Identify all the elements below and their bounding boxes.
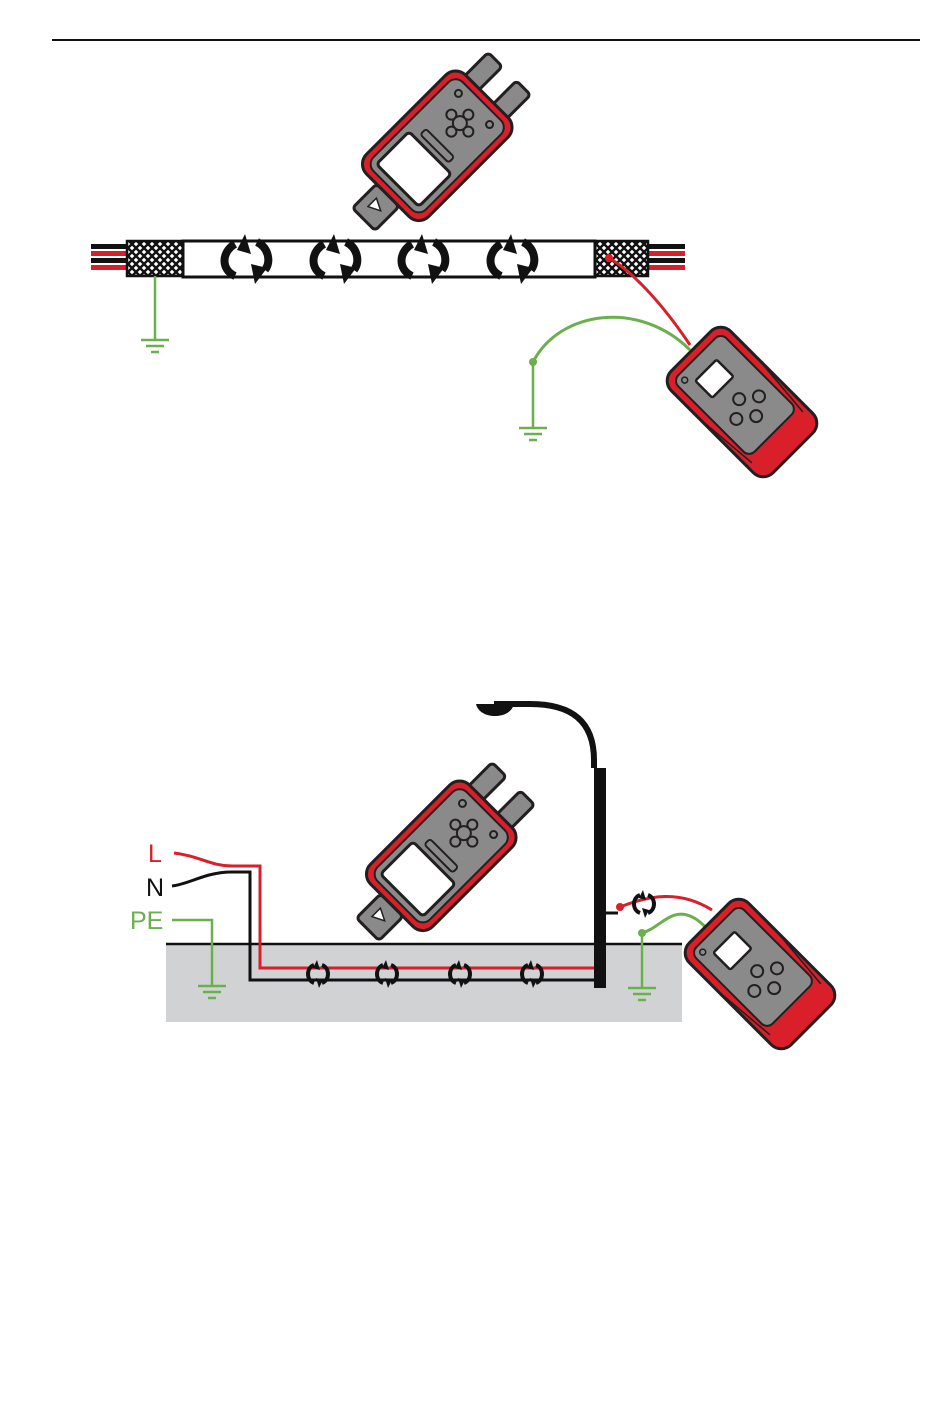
shielded-cable-figure: [91, 43, 823, 483]
cable-shield-right: [593, 241, 648, 276]
cable-locator-receiver-icon: [333, 43, 541, 251]
signal-arrow-icon: [634, 890, 654, 918]
street-lamp-figure: L N PE: [130, 704, 841, 1055]
red-lead-clip: [605, 254, 613, 262]
cable-locator-receiver-icon: [337, 753, 545, 961]
earth-ground-icon: [519, 428, 547, 440]
neutral-label: N: [146, 874, 164, 902]
cable-conductors-left: [91, 244, 131, 270]
cable-locator-transmitter-icon: [679, 893, 840, 1054]
pe-label: PE: [130, 907, 163, 935]
cable-shield-left: [127, 241, 185, 276]
transmitter-green-lead: [533, 317, 690, 362]
red-lead-clip: [616, 903, 624, 911]
cable-conductors-right: [645, 244, 685, 270]
lamp-foundation: [594, 940, 606, 988]
line-label: L: [148, 840, 162, 868]
earth-ground-icon: [141, 340, 169, 352]
